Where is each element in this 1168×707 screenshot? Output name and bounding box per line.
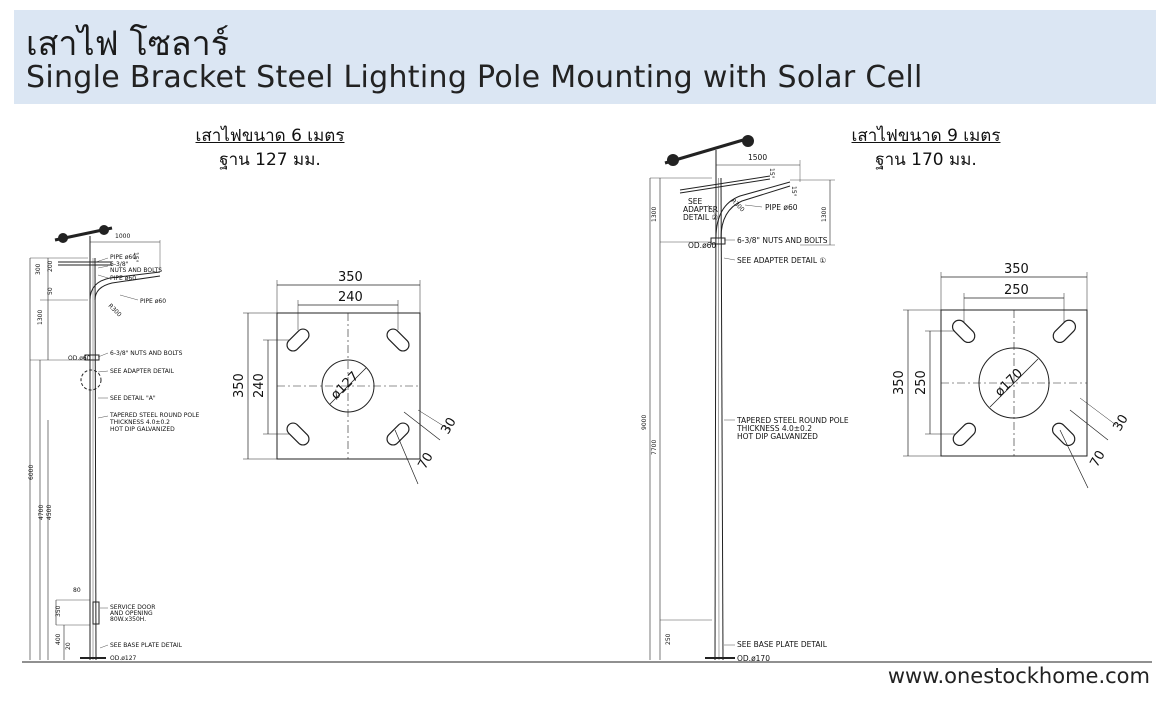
plate6-inner-width: 240	[338, 290, 363, 305]
dim-6m-80: 80	[73, 587, 81, 594]
dim-6m-400: 400	[55, 633, 62, 645]
note-6m-tapered-3: HOT DIP GALVANIZED	[110, 426, 175, 433]
footer-url: www.onestockhome.com	[887, 664, 1150, 688]
dim-6m-4700: 4700	[38, 505, 45, 520]
plate9-diameter: ø170	[992, 366, 1026, 400]
note-6m-nuts-a2: NUTS AND BOLTS	[110, 267, 162, 274]
base-plate-9m	[903, 272, 1117, 489]
dim-6m-50: 50	[47, 287, 54, 295]
plate9-outer-height: 350	[892, 370, 907, 395]
dim-6m-350: 350	[55, 605, 62, 617]
dim-6m-slope: 15°	[132, 252, 139, 263]
dim-6m-top-span: 1000	[115, 233, 130, 240]
dim-6m-300: 300	[35, 263, 42, 275]
note-6m-nuts-b: 6-3/8" NUTS AND BOLTS	[110, 350, 183, 357]
dim-9m-slope-b: 15°	[790, 186, 797, 197]
plate6-outer-height: 350	[232, 373, 247, 398]
note-9m-nuts: 6-3/8" NUTS AND BOLTS	[737, 236, 828, 245]
note-6m-detail-a: SEE DETAIL "A"	[110, 395, 156, 402]
dim-6m-6000: 6000	[28, 465, 35, 480]
panel-marker-9m-a	[667, 154, 679, 166]
note-9m-tapered-1: TAPERED STEEL ROUND POLE	[736, 416, 849, 425]
note-6m-service-2: AND OPENING	[110, 610, 153, 617]
caption-pole-9m-size: เสาไฟขนาด 9 เมตร	[851, 126, 1001, 146]
dim-9m-7700: 7700	[651, 440, 658, 455]
header-banner: เสาไฟ โซลาร์ Single Bracket Steel Lighti…	[14, 10, 1156, 104]
dim-6m-r300: R300	[107, 302, 123, 318]
note-9m-tapered-2: THICKNESS 4.0±0.2	[736, 424, 812, 433]
note-9m-base-plate: SEE BASE PLATE DETAIL	[737, 640, 828, 649]
dim-9m-r300: R300	[730, 197, 746, 213]
note-6m-pipe60-b: PIPE ø60	[110, 275, 136, 282]
dim-9m-1300-left: 1300	[651, 207, 658, 222]
note-6m-base-plate: SEE BASE PLATE DETAIL	[110, 642, 183, 649]
dim-9m-1300-right: 1300	[821, 207, 828, 222]
plate6-diameter: ø127	[328, 369, 362, 403]
note-9m-adapter1: SEE ADAPTER DETAIL ①	[737, 256, 826, 265]
note-9m-od60: OD.ø60	[688, 241, 716, 250]
note-9m-od170: OD.ø170	[737, 654, 770, 663]
note-6m-tapered-2: THICKNESS 4.0±0.2	[109, 419, 170, 426]
plate9-inner-height: 250	[914, 370, 929, 395]
dim-6m-20: 20	[65, 642, 72, 650]
plate9-slot-length: 70	[1087, 448, 1108, 470]
base-plate-6m	[243, 280, 451, 485]
note-9m-see-3: DETAIL ②	[683, 213, 718, 222]
plate6-slot-length: 70	[415, 450, 436, 472]
note-9m-tapered-3: HOT DIP GALVANIZED	[737, 432, 818, 441]
plate9-inner-width: 250	[1004, 283, 1029, 298]
note-9m-see-2: ADAPTER	[683, 205, 718, 214]
dim-6m-1300: 1300	[37, 310, 44, 325]
plate9-outer-width: 350	[1004, 262, 1029, 277]
dim-6m-4500: 4500	[46, 505, 53, 520]
plate6-inner-height: 240	[252, 373, 267, 398]
panel-marker-6m-b	[99, 225, 109, 235]
note-6m-od60: OD.ø60	[68, 355, 91, 362]
title-thai: เสาไฟ โซลาร์	[26, 24, 229, 64]
note-6m-service-1: SERVICE DOOR	[110, 604, 155, 611]
plate9-slot-width: 30	[1110, 412, 1131, 434]
plate6-slot-width: 30	[438, 415, 459, 437]
dim-9m-9000: 9000	[641, 415, 648, 430]
dim-6m-200: 200	[47, 260, 54, 272]
note-6m-adapter: SEE ADAPTER DETAIL	[110, 368, 175, 375]
note-9m-see-1: SEE	[688, 197, 702, 206]
caption-pole-9m: เสาไฟขนาด 9 เมตร ฐาน 170 มม.	[826, 124, 1026, 172]
title-english: Single Bracket Steel Lighting Pole Mount…	[26, 60, 923, 95]
pole-9m-drawing	[649, 136, 835, 661]
note-6m-pipe60-c: PIPE ø60	[140, 298, 166, 305]
plate6-outer-width: 350	[338, 270, 363, 285]
note-6m-pipe60-a: PIPE ø60	[110, 254, 136, 261]
caption-pole-9m-base: ฐาน 170 มม.	[875, 150, 977, 170]
caption-pole-6m-size: เสาไฟขนาด 6 เมตร	[195, 126, 345, 146]
panel-marker-9m-b	[742, 135, 754, 147]
panel-marker-6m-a	[58, 233, 68, 243]
note-6m-service-3: 80W.x350H.	[110, 616, 146, 623]
note-9m-pipe60: PIPE ø60	[765, 203, 798, 212]
note-6m-tapered-1: TAPERED STEEL ROUND POLE	[109, 412, 199, 419]
caption-pole-6m-base: ฐาน 127 มม.	[219, 150, 321, 170]
note-6m-od127: OD.ø127	[110, 655, 137, 662]
dim-9m-250: 250	[665, 633, 672, 645]
dim-9m-slope-a: 15°	[768, 168, 775, 179]
caption-pole-6m: เสาไฟขนาด 6 เมตร ฐาน 127 มม.	[170, 124, 370, 172]
note-6m-nuts-a: 6-3/8"	[110, 261, 129, 268]
dim-9m-top-span: 1500	[748, 153, 767, 162]
